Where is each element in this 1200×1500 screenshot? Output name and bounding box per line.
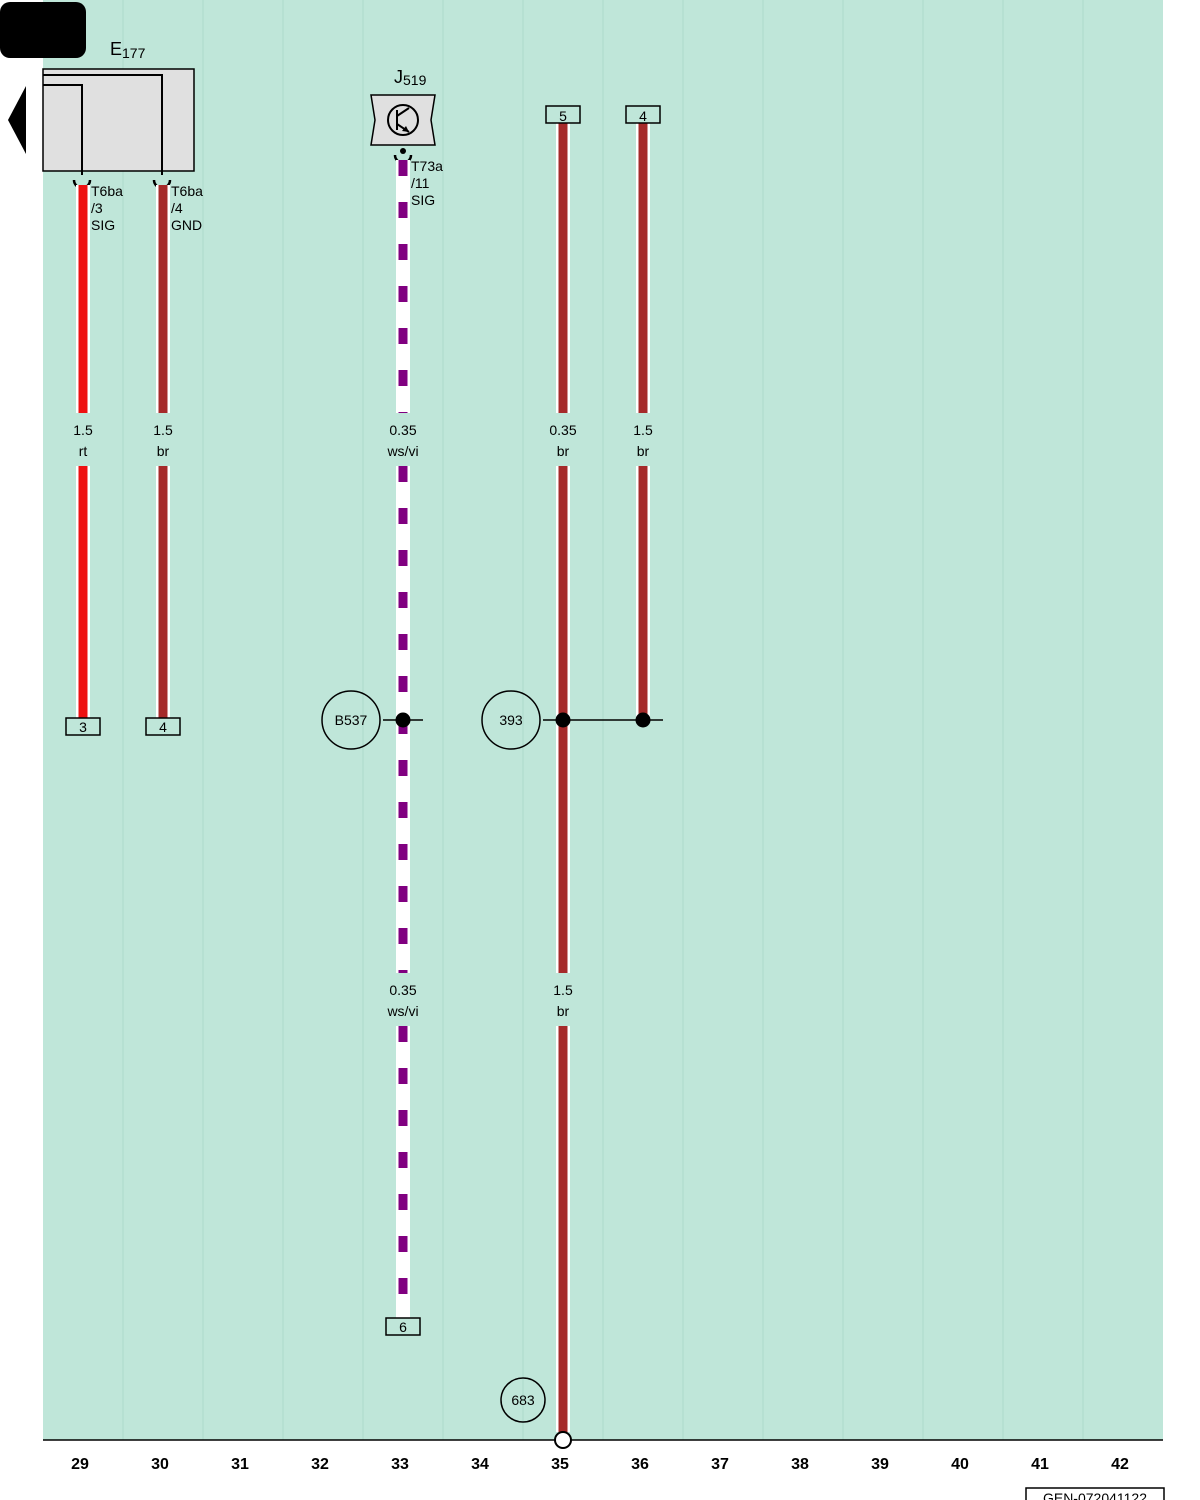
column-number: 34	[471, 1456, 489, 1473]
column-number: 41	[1031, 1456, 1049, 1473]
column-number: 40	[951, 1456, 969, 1473]
reference-label: 393	[499, 712, 523, 728]
wire-size: 0.35	[549, 422, 576, 438]
reference-393[interactable]: 393	[481, 690, 541, 750]
wire-color: br	[637, 443, 650, 459]
connector-pin: /4	[171, 200, 183, 216]
wire-color: ws/vi	[386, 443, 418, 459]
connector-name: T73a	[411, 158, 443, 174]
terminal-number: 6	[399, 1319, 407, 1335]
wire-color: br	[157, 443, 170, 459]
transistor-collector-line	[396, 107, 410, 117]
terminal-number: 4	[639, 108, 647, 124]
column-number: 29	[71, 1456, 89, 1473]
junction-dot-393-b	[635, 712, 651, 728]
wire-size: 1.5	[633, 422, 653, 438]
wire-spec-w30: 1.5 br	[153, 422, 173, 459]
reference-b537[interactable]: B537	[321, 690, 381, 750]
terminal-30-bottom[interactable]: 4	[145, 717, 181, 736]
wire-spec-w35a: 0.35 br	[549, 422, 576, 459]
ground-point-icon	[554, 1431, 572, 1449]
wire-size: 1.5	[153, 422, 173, 438]
wire-spec-w33b: 0.35 ws/vi	[386, 982, 418, 1019]
wire-color: br	[557, 443, 570, 459]
wire-size: 1.5	[553, 982, 573, 998]
wire-size: 0.35	[389, 982, 416, 998]
terminal-33-bottom[interactable]: 6	[385, 1317, 421, 1336]
connector-pin: /3	[91, 200, 103, 216]
terminal-number: 5	[559, 108, 567, 124]
connector-signal: SIG	[91, 217, 115, 233]
e177-internal-line-1	[43, 84, 83, 175]
terminal-number: 4	[159, 719, 167, 735]
junction-dot-393-a	[555, 712, 571, 728]
wire-size: 0.35	[389, 422, 416, 438]
reference-683[interactable]: 683	[500, 1377, 546, 1423]
transistor-emitter-arrow-icon	[402, 126, 409, 132]
wire-color: rt	[79, 443, 88, 459]
wire-color: ws/vi	[386, 1003, 418, 1019]
reference-label: 683	[511, 1392, 535, 1408]
terminal-29-bottom[interactable]: 3	[65, 717, 101, 736]
page-tab	[0, 2, 86, 58]
previous-page-arrow-icon[interactable]	[8, 86, 26, 154]
wire-size: 1.5	[73, 422, 93, 438]
connector-pin: /11	[411, 175, 430, 191]
column-number: 30	[151, 1456, 169, 1473]
column-guides	[122, 0, 1084, 1440]
connector-label-e177-pin3: T6ba /3 SIG	[91, 183, 123, 233]
terminal-35-top[interactable]: 5	[545, 105, 581, 124]
wire-spec-w35b: 1.5 br	[553, 982, 573, 1019]
component-j519: J519	[370, 67, 436, 165]
column-number: 33	[391, 1456, 409, 1473]
wire-spec-w33a: 0.35 ws/vi	[386, 422, 418, 459]
e177-internal-line-2	[43, 74, 163, 175]
connector-label-e177-pin4: T6ba /4 GND	[171, 183, 203, 233]
column-number: 38	[791, 1456, 809, 1473]
junction-dot-b537	[395, 712, 411, 728]
column-number: 37	[711, 1456, 729, 1473]
connector-label-j519-pin11: T73a /11 SIG	[411, 158, 443, 208]
j519-pin11-dot	[400, 148, 406, 154]
connector-signal: GND	[171, 217, 202, 233]
footer-code-text: GEN-072041122	[1043, 1490, 1147, 1500]
connector-name: T6ba	[171, 183, 203, 199]
e177-label: E177	[110, 39, 146, 61]
wire-spec-w29: 1.5 rt	[73, 422, 93, 459]
column-number: 31	[231, 1456, 249, 1473]
reference-label: B537	[335, 712, 368, 728]
connector-signal: SIG	[411, 192, 435, 208]
column-number: 35	[551, 1456, 569, 1473]
terminal-number: 3	[79, 719, 87, 735]
terminal-36-top[interactable]: 4	[625, 105, 661, 124]
column-number: 36	[631, 1456, 649, 1473]
j519-label: J519	[394, 67, 427, 88]
column-number: 32	[311, 1456, 329, 1473]
column-number: 42	[1111, 1456, 1129, 1473]
transistor-icon	[387, 104, 419, 136]
column-numbers: 29 30 31 32 33 34 35 36 37 38 39 40 41 42	[71, 1456, 1129, 1473]
j519-body	[370, 94, 436, 146]
connector-name: T6ba	[91, 183, 123, 199]
footer-code: GEN-072041122	[1025, 1487, 1165, 1500]
wire-spec-w36: 1.5 br	[633, 422, 653, 459]
wire-color: br	[557, 1003, 570, 1019]
column-number: 39	[871, 1456, 889, 1473]
